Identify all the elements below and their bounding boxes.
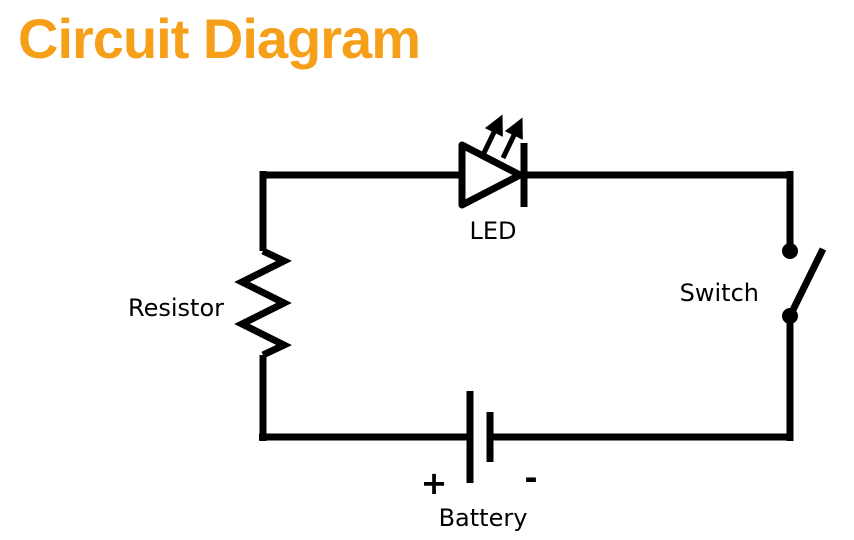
resistor-symbol (234, 247, 292, 359)
battery-label: Battery (439, 504, 528, 532)
battery-plus-label: + (421, 464, 448, 502)
resistor-label: Resistor (128, 294, 224, 322)
led-triangle-anode-icon (458, 141, 524, 209)
switch-contact-top-icon (782, 243, 798, 259)
battery-minus-label: - (524, 459, 537, 497)
led-symbol (458, 114, 528, 209)
resistor-zigzag-icon (234, 247, 292, 359)
switch-symbol (782, 243, 827, 324)
circuit-wires (259, 171, 794, 441)
battery-symbol (466, 391, 494, 483)
led-emission-arrow-2 (500, 117, 523, 160)
switch-label: Switch (680, 279, 759, 307)
led-label: LED (469, 217, 516, 245)
led-emission-arrows-icon (480, 114, 523, 160)
switch-blade-icon (786, 247, 827, 318)
led-emission-arrow-1 (480, 114, 503, 157)
page-title: Circuit Diagram (18, 7, 421, 70)
